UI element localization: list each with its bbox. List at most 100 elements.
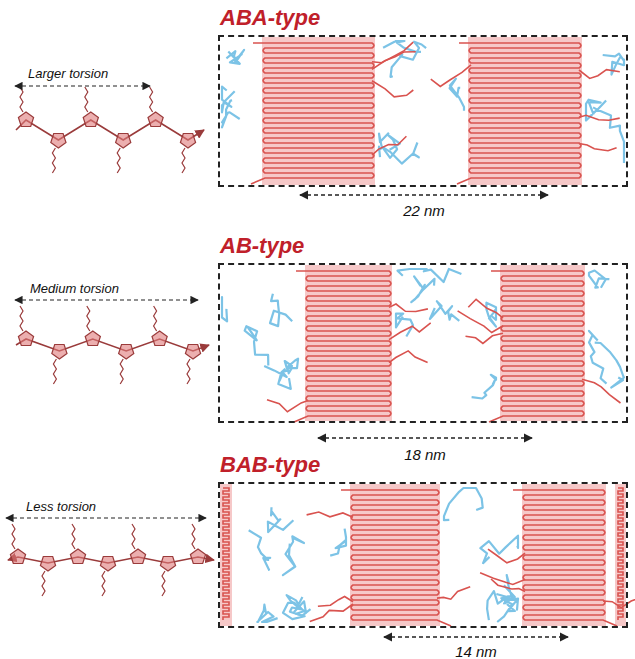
amorphous-coil bbox=[222, 87, 235, 113]
side-chain bbox=[72, 524, 75, 549]
tie-chain bbox=[318, 597, 353, 607]
tie-chain bbox=[389, 351, 428, 363]
side-chain bbox=[182, 148, 185, 173]
tie-chain bbox=[480, 573, 525, 585]
amorphous-coil bbox=[270, 294, 292, 326]
side-chain bbox=[12, 524, 15, 549]
side-chain bbox=[102, 571, 105, 596]
amorphous-coil bbox=[430, 301, 459, 321]
side-chain bbox=[120, 359, 123, 384]
amorphous-coil bbox=[222, 297, 227, 321]
tie-chain bbox=[468, 299, 503, 318]
crystal-band bbox=[305, 265, 392, 421]
folded-chain bbox=[489, 271, 584, 422]
thiophene-ring bbox=[10, 549, 25, 564]
tie-chain bbox=[389, 304, 428, 312]
thiophene-ring bbox=[185, 345, 200, 360]
side-chain bbox=[132, 524, 135, 549]
dimension-arrow bbox=[318, 437, 532, 438]
morphology-panel bbox=[222, 265, 624, 422]
panel-heading: AB-type bbox=[220, 233, 304, 259]
morphology-box: AB-type18 nm bbox=[218, 263, 628, 423]
torsion-arrow bbox=[6, 517, 206, 518]
torsion-label: Larger torsion bbox=[26, 66, 110, 81]
thiophene-ring bbox=[130, 549, 145, 564]
thiophene-ring bbox=[83, 112, 98, 127]
amorphous-coil bbox=[486, 303, 496, 327]
panel-heading: BAB-type bbox=[220, 452, 320, 478]
folded-chain bbox=[294, 271, 391, 422]
morphology-box: ABA-type22 nm bbox=[218, 35, 628, 187]
thiophene-ring bbox=[85, 331, 100, 346]
side-chain bbox=[20, 306, 23, 331]
morphology-panel bbox=[220, 484, 635, 626]
thiophene-ring bbox=[119, 345, 134, 360]
morphology-box: BAB-type14 nm bbox=[218, 482, 628, 628]
tie-chain bbox=[491, 579, 525, 592]
side-chain bbox=[42, 571, 45, 596]
side-chain bbox=[20, 87, 23, 112]
polymer-backbone bbox=[16, 306, 209, 384]
amorphous-coil bbox=[283, 601, 307, 619]
dimension-label: 18 nm bbox=[402, 446, 448, 463]
dimension-arrow bbox=[384, 636, 568, 637]
thiophene-ring bbox=[40, 557, 55, 572]
tie-chain bbox=[579, 144, 617, 151]
dimension-label: 14 nm bbox=[453, 643, 499, 659]
amorphous-coil bbox=[480, 536, 518, 563]
tie-chain bbox=[307, 512, 353, 517]
side-chain bbox=[117, 148, 120, 173]
tie-chain bbox=[267, 400, 308, 412]
tie-chain bbox=[579, 115, 620, 120]
amorphous-coil bbox=[472, 375, 496, 399]
amorphous-coil bbox=[249, 530, 271, 570]
folded-chain bbox=[513, 490, 617, 626]
polymer-backbone bbox=[8, 524, 214, 596]
amorphous-coil bbox=[383, 41, 421, 52]
torsion-arrow bbox=[15, 299, 198, 300]
thiophene-ring bbox=[160, 557, 175, 572]
thiophene-ring bbox=[18, 112, 33, 127]
side-chain bbox=[150, 87, 153, 112]
side-chain bbox=[192, 524, 195, 549]
side-chain bbox=[53, 359, 56, 384]
amorphous-coil bbox=[589, 331, 607, 384]
amorphous-coil bbox=[283, 536, 304, 575]
amorphous-coil bbox=[596, 101, 624, 163]
torsion-label: Medium torsion bbox=[28, 281, 121, 296]
tie-chain bbox=[389, 323, 431, 340]
amorphous-coil bbox=[284, 359, 298, 374]
dimension-label: 22 nm bbox=[401, 202, 447, 219]
side-chain bbox=[154, 306, 157, 331]
polymer-backbone bbox=[16, 87, 204, 173]
thiophene-ring bbox=[148, 112, 163, 127]
torsion-label: Less torsion bbox=[24, 499, 98, 514]
side-chain bbox=[87, 306, 90, 331]
panel-heading: ABA-type bbox=[220, 5, 320, 31]
tie-chain bbox=[437, 587, 470, 600]
tie-chain bbox=[372, 81, 413, 97]
amorphous-coil bbox=[226, 50, 244, 64]
morphology-panel bbox=[222, 37, 624, 185]
crystal-band bbox=[500, 265, 585, 421]
folded-chain bbox=[223, 488, 229, 620]
dimension-arrow bbox=[300, 194, 548, 195]
tie-chain bbox=[372, 136, 406, 155]
tie-chain bbox=[372, 52, 416, 70]
thiophene-ring bbox=[70, 549, 85, 564]
tie-chain bbox=[310, 604, 353, 621]
folded-chain bbox=[251, 43, 374, 184]
side-chain bbox=[85, 87, 88, 112]
tie-chain bbox=[466, 333, 504, 343]
amorphous-coil bbox=[257, 605, 277, 622]
thiophene-ring bbox=[18, 331, 33, 346]
tie-chain bbox=[458, 311, 503, 333]
folded-chain bbox=[457, 43, 581, 184]
side-chain bbox=[162, 571, 165, 596]
thiophene-ring bbox=[100, 557, 115, 572]
amorphous-coil bbox=[398, 269, 462, 282]
folded-chain bbox=[341, 490, 451, 626]
side-chain bbox=[52, 148, 55, 173]
tie-chain bbox=[579, 70, 620, 79]
